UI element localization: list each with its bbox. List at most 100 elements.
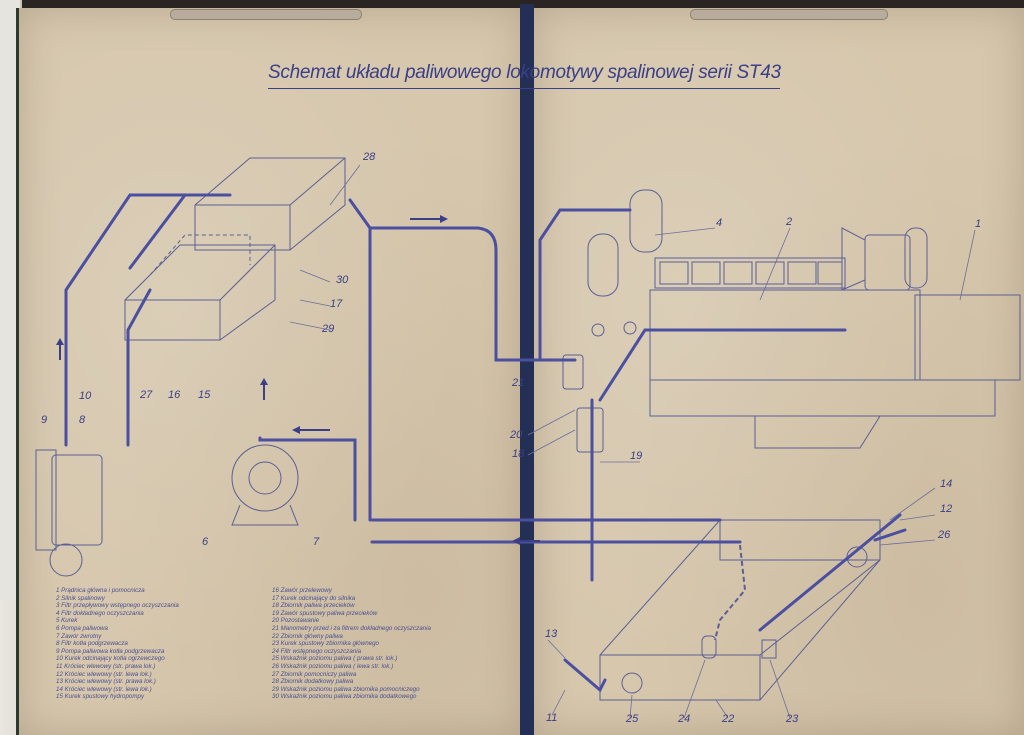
pipe-filler-left	[758, 513, 902, 632]
legend-entry: 14 Króciec wlewowy (str. lewa lok.)	[56, 685, 152, 693]
callout-15: 15	[198, 389, 211, 401]
callout-30: 30	[336, 274, 349, 286]
arrow-flow-up-left	[56, 338, 64, 360]
callout-16: 16	[168, 389, 181, 401]
legend-entry: 18 Zbiornik paliwa przecieków	[272, 602, 355, 610]
drain-cock-23	[761, 639, 777, 659]
turbo-housing	[864, 234, 911, 291]
pipe-tank-link	[348, 198, 372, 230]
callout-17: 17	[330, 298, 343, 310]
engine-block	[649, 289, 921, 381]
callout-26: 26	[937, 529, 951, 541]
manometer-21a	[591, 323, 605, 337]
pipe-boiler-feed	[128, 193, 187, 270]
callout-28: 28	[362, 151, 376, 163]
legend-entry: 23 Kurek spustowy zbiornika głównego	[272, 640, 379, 648]
engine-cylinder-heads	[659, 261, 843, 285]
callout-10: 10	[79, 390, 92, 402]
callout-23: 23	[785, 713, 799, 725]
legend-entry: 3 Filtr przepływowy wstępnego oczyszczan…	[56, 602, 179, 610]
carry-handle-right	[690, 9, 888, 20]
callout-1: 1	[975, 218, 981, 230]
pump-6-base	[231, 504, 299, 526]
legend-entry: 20 Pozostawanie	[272, 617, 320, 625]
pipe-to-filters	[538, 208, 632, 362]
legend-entry: 29 Wskaźnik poziomu paliwa zbiornika pom…	[272, 685, 420, 693]
tank-28-edges	[195, 157, 346, 250]
pump-6-inner	[248, 461, 282, 495]
tank-18	[576, 407, 604, 453]
legend-entry: 1 Prądnica główna i pomocnicza	[56, 587, 145, 594]
engine-sump	[754, 415, 881, 449]
legend-entry: 25 Wskaźnik poziomu paliwa ( prawa str. …	[272, 655, 398, 663]
arrow-flow-right	[410, 215, 448, 223]
tank-27-outline	[124, 244, 276, 341]
legend-entry: 4 Filtr dokładnego oczyszczania	[56, 609, 144, 617]
callout-14: 14	[940, 478, 952, 490]
callout-9: 9	[41, 414, 47, 426]
legend-entry: 12 Króciec wlewowy (str. lewa lok.)	[56, 670, 152, 678]
arrow-flow-tank	[512, 537, 540, 545]
legend-entry: 16 Zawór przelewowy	[272, 587, 332, 594]
legend-entry: 8 Filtr kotła podgrzewacza	[56, 640, 128, 648]
callout-27: 27	[139, 389, 153, 401]
legend-entry: 2 Silnik spalinowy	[56, 594, 105, 602]
leader-lines	[289, 164, 976, 719]
callout-20: 20	[509, 429, 523, 441]
legend-entry: 10 Kurek odcinający kotła ogrzewczego	[56, 655, 165, 663]
legend-entry: 9 Pompa paliwowa kotła podgrzewacza	[56, 647, 165, 655]
callout-29: 29	[321, 323, 334, 335]
callout-labels: 1 2 4 6 7 8 9 10 11 12 13 14 15 16 17 18…	[41, 151, 981, 725]
title-underline	[268, 88, 780, 89]
legend-entry: 5 Kurek	[56, 617, 78, 625]
legend-entry: 27 Zbiornik pomocniczy paliwa	[272, 670, 357, 678]
pipe-boiler-return	[64, 193, 232, 447]
pipe-filler-26	[873, 528, 907, 542]
pipe-engine-feed	[598, 328, 847, 402]
legend-entry: 15 Kurek spustowy hydropompy	[56, 693, 145, 701]
manometer-21b	[623, 321, 637, 335]
tank-suction-hidden	[714, 544, 747, 641]
turbo-inlet	[841, 227, 866, 291]
legend-entry: 21 Manometry przed i za filtrem dokładne…	[272, 624, 431, 632]
callout-18: 18	[512, 448, 525, 460]
engine-cylinders	[654, 257, 846, 289]
engine-base	[649, 379, 996, 417]
callout-12: 12	[940, 503, 952, 515]
legend-entry: 22 Zbiornik główny paliwa	[272, 632, 343, 640]
pipe-pump-out	[258, 436, 357, 522]
callout-4: 4	[716, 217, 722, 229]
legend-entry: 24 Filtr wstępnego oczyszczania	[272, 647, 362, 655]
boiler-frame	[35, 449, 57, 551]
callout-2: 2	[785, 216, 792, 228]
tank-28-outline	[194, 157, 346, 251]
callout-24: 24	[677, 713, 690, 725]
legend-entry: 28 Zbiornik dodatkowy paliwa	[272, 678, 354, 686]
legend-entry: 19 Zawór spustowy paliwa przecieków	[272, 609, 378, 617]
pipe-filler-right	[563, 658, 607, 693]
legend-entry: 11 Króciec wlewowy (str. prawa lok.)	[56, 662, 156, 670]
callout-7: 7	[313, 536, 320, 548]
carry-handle-left	[170, 9, 362, 20]
boiler-pump-circle	[49, 543, 83, 577]
callout-13: 13	[545, 628, 558, 640]
filter-21	[562, 354, 584, 390]
board-hinge-strip	[520, 4, 534, 735]
diagram-title: Schemat układu paliwowego lokomotywy spa…	[268, 62, 781, 83]
flow-arrows	[56, 215, 540, 545]
generator-1	[914, 294, 1021, 381]
callout-6: 6	[202, 536, 209, 548]
tank-inner-hidden	[149, 234, 251, 276]
pipe-supply-main	[368, 226, 577, 522]
fuel-pipes	[64, 193, 907, 693]
turbo-wheel	[904, 227, 928, 289]
callout-11: 11	[546, 712, 557, 724]
callout-22: 22	[721, 713, 734, 725]
main-tank-edges	[600, 520, 881, 700]
callout-8: 8	[79, 414, 86, 426]
filter-4	[629, 189, 663, 253]
